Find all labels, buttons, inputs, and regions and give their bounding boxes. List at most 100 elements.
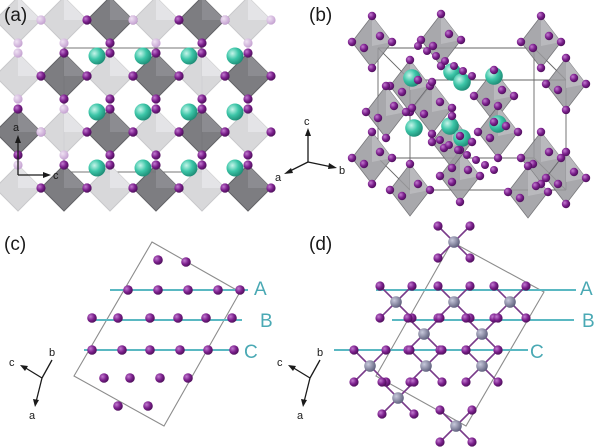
iodine-atom: [117, 345, 127, 355]
iodine-atom: [367, 11, 377, 21]
iodine-atom: [489, 117, 499, 127]
iodine-atom: [381, 133, 391, 143]
panel-b-axis-a: a: [275, 172, 282, 184]
panel-c-layer-b: B: [260, 311, 273, 332]
iodine-atom: [409, 409, 419, 419]
iodine-atom: [243, 94, 253, 104]
octahedron-face: [202, 165, 225, 188]
iodine-atom: [174, 15, 184, 25]
panel-c: A B C (c) c a b: [4, 234, 273, 427]
metal-atom: [420, 360, 432, 372]
iodine-atom: [465, 221, 475, 231]
iodine-atom: [123, 285, 133, 295]
metal-atom: [392, 392, 404, 404]
iodine-atom: [416, 35, 426, 45]
panel-c-layer-lines: [84, 289, 248, 351]
iodine-atom: [561, 53, 571, 63]
iodine-atom: [463, 165, 473, 175]
iodine-atom: [59, 150, 69, 160]
metal-atom: [448, 296, 460, 308]
iodine-atom: [465, 253, 475, 263]
iodine-atom: [105, 160, 115, 170]
iodine-atom: [105, 94, 115, 104]
octahedron-face: [64, 109, 87, 132]
iodine-atom: [243, 150, 253, 160]
iodine-atom: [536, 63, 546, 73]
iodine-atom: [128, 183, 138, 193]
iodine-atom: [493, 313, 503, 323]
iodine-atom: [197, 104, 207, 114]
iodine-atom: [516, 153, 526, 163]
iodine-atom: [454, 146, 462, 154]
iodine-atom: [197, 48, 207, 58]
iodine-atom: [13, 38, 23, 48]
iodine-atom: [266, 127, 276, 137]
iodine-atom: [36, 183, 46, 193]
iodine-atom: [59, 38, 69, 48]
iodine-atom: [153, 255, 163, 265]
iodine-atom: [145, 313, 155, 323]
iodine-atom: [266, 183, 276, 193]
octahedron-face: [156, 0, 179, 20]
iodine-atom: [220, 183, 230, 193]
iodine-atom: [409, 377, 419, 387]
iodine-atom: [377, 377, 387, 387]
iodine-atom: [472, 156, 480, 164]
panel-c-layer-c: C: [244, 342, 258, 363]
iodine-atom: [556, 153, 566, 163]
iodine-atom: [367, 63, 377, 73]
iodine-atom: [349, 345, 359, 355]
iodine-atom: [36, 127, 46, 137]
iodine-atom: [497, 85, 507, 95]
iodine-atom: [227, 313, 237, 323]
iodine-atom: [173, 313, 183, 323]
panel-d-axis-c: c: [277, 357, 283, 369]
panel-d-layer-a: A: [580, 279, 593, 300]
iodine-atom: [389, 101, 399, 111]
octahedron-face: [110, 109, 133, 132]
iodine-atom: [59, 160, 69, 170]
iodine-atom: [87, 345, 97, 355]
iodine-atom: [113, 313, 123, 323]
panel-d-axis-triad: c a b: [277, 347, 323, 422]
panel-c-layer-a: A: [254, 279, 267, 300]
cation-atom: [134, 103, 152, 121]
cation-atom: [226, 159, 244, 177]
panel-a-octahedra: [0, 0, 272, 212]
iodine-atom: [153, 285, 163, 295]
metal-atom: [504, 296, 516, 308]
iodine-atom: [151, 160, 161, 170]
iodine-atom: [113, 401, 123, 411]
iodine-atom: [229, 345, 239, 355]
panel-d: A B C (d) c a b: [277, 221, 595, 447]
iodine-atom: [561, 147, 571, 157]
iodine-atom: [155, 373, 165, 383]
panel-d-label: (d): [309, 234, 332, 255]
cation-atom: [180, 159, 198, 177]
panel-c-axis-c: c: [9, 357, 15, 369]
panel-d-metal-atoms: [364, 236, 516, 432]
cation-atom: [405, 119, 423, 137]
iodine-atom: [435, 313, 445, 323]
iodine-atom: [59, 48, 69, 58]
iodine-atom: [387, 37, 397, 47]
iodine-atom: [461, 313, 471, 323]
iodine-atom: [405, 159, 415, 169]
iodine-atom: [373, 113, 383, 123]
iodine-atom: [437, 345, 447, 355]
iodine-atom: [432, 52, 440, 60]
iodine-atom: [536, 11, 546, 21]
octahedron-face: [202, 109, 225, 132]
panel-b-iodine-atoms: [347, 9, 591, 209]
iodine-atom: [473, 127, 483, 137]
iodine-atom: [125, 373, 135, 383]
octahedron-face: [64, 0, 87, 20]
iodine-atom: [266, 71, 276, 81]
cation-atom: [485, 67, 503, 85]
iodine-atom: [469, 91, 479, 101]
iodine-atom: [461, 345, 471, 355]
iodine-atom: [437, 377, 447, 387]
cation-atom: [441, 117, 459, 135]
iodine-atom: [455, 131, 465, 141]
iodine-atom: [427, 137, 437, 147]
